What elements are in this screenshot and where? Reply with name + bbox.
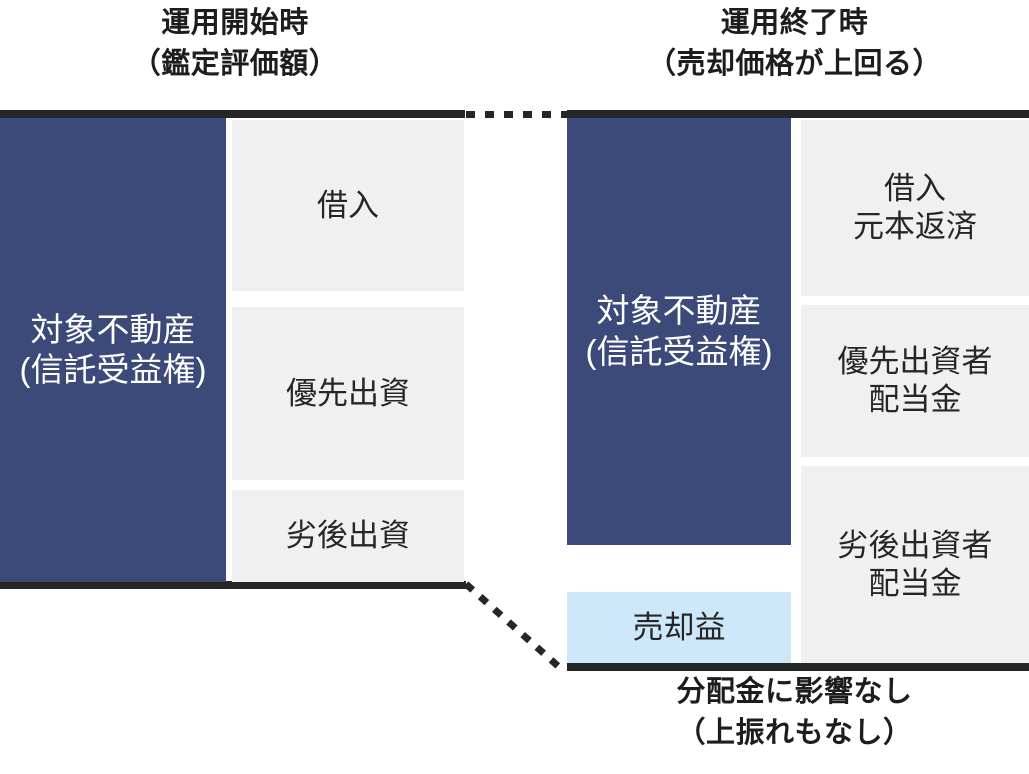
block-target-property-end: 対象不動産 (信託受益権): [567, 118, 791, 545]
left-top-rule: [0, 110, 465, 118]
block-target-property-start: 対象不動産 (信託受益権): [0, 118, 226, 582]
heading-operation-end: 運用終了時 （売却価格が上回る）: [560, 3, 1029, 85]
block-target-property-end-line2: (信託受益権): [585, 332, 773, 370]
block-loan-line1: 借入: [317, 187, 379, 223]
block-target-property-end-line1: 対象不動産: [596, 292, 762, 330]
dotted-connector-diagonal-icon: [463, 581, 562, 670]
heading-operation-start-line2: （鑑定評価額）: [131, 48, 339, 80]
block-loan-principal-repayment: 借入 元本返済: [801, 120, 1029, 296]
block-target-property-start-line1: 対象不動産: [30, 310, 196, 348]
block-sale-gain-line1: 売却益: [632, 609, 726, 645]
block-loan-principal-repayment-line1: 借入: [884, 171, 946, 207]
footer-caption-line1: 分配金に影響なし: [676, 676, 913, 708]
block-junior-investment-line1: 劣後出資: [286, 518, 410, 554]
block-senior-investor-dividend-line2: 配当金: [868, 382, 962, 417]
heading-operation-end-line2: （売却価格が上回る）: [646, 48, 942, 80]
block-sale-gain: 売却益: [567, 592, 791, 663]
right-bottom-rule: [567, 663, 1029, 671]
block-senior-investor-dividend-line1: 優先出資者: [837, 344, 993, 380]
heading-operation-end-line1: 運用終了時: [720, 7, 869, 39]
block-junior-investor-dividend: 劣後出資者 配当金: [801, 466, 1029, 663]
heading-operation-start-line1: 運用開始時: [161, 7, 309, 39]
right-top-rule: [567, 110, 1029, 118]
block-loan: 借入: [232, 120, 464, 291]
block-senior-investment-line1: 優先出資: [286, 375, 410, 411]
block-junior-investor-dividend-line2: 配当金: [868, 565, 962, 601]
heading-operation-start: 運用開始時 （鑑定評価額）: [0, 3, 470, 85]
left-bottom-rule: [0, 581, 466, 589]
block-senior-investment: 優先出資: [232, 307, 464, 480]
footer-caption-line2: （上振れもなし）: [676, 717, 913, 749]
block-target-property-start-line2: (信託受益権): [19, 351, 207, 388]
footer-caption: 分配金に影響なし （上振れもなし）: [560, 672, 1029, 754]
block-senior-investor-dividend: 優先出資者 配当金: [801, 305, 1029, 457]
block-loan-principal-repayment-line2: 元本返済: [853, 209, 977, 244]
block-junior-investment: 劣後出資: [232, 490, 464, 582]
block-junior-investor-dividend-line1: 劣後出資者: [837, 527, 993, 563]
dotted-connector-top-icon: [466, 111, 567, 118]
